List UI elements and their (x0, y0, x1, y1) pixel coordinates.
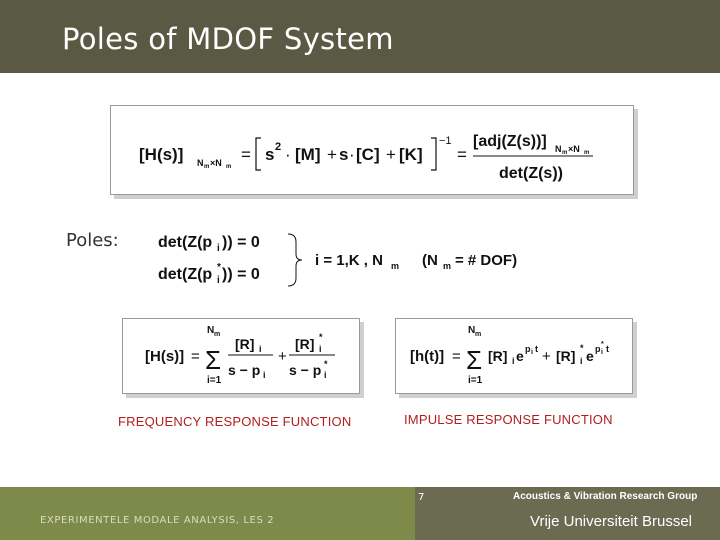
svg-text:= # DOF): = # DOF) (455, 252, 517, 269)
svg-text:[R]: [R] (295, 336, 314, 352)
svg-text:i: i (217, 243, 220, 254)
svg-text:m: m (391, 261, 399, 271)
svg-text:p: p (525, 344, 531, 354)
svg-text:*: * (217, 262, 221, 273)
svg-text:t: t (535, 344, 538, 354)
svg-text:*: * (601, 341, 604, 348)
svg-text:=: = (457, 145, 467, 164)
svg-text:+: + (327, 145, 337, 164)
svg-text:i=1: i=1 (468, 375, 483, 386)
svg-text:2: 2 (275, 141, 281, 153)
svg-text:[R]: [R] (235, 336, 254, 352)
svg-text:+: + (278, 348, 287, 365)
svg-text:det(Z(p: det(Z(p (158, 266, 212, 283)
svg-text:+: + (386, 145, 396, 164)
research-group: Acoustics & Vibration Research Group (513, 491, 698, 502)
svg-text:Σ: Σ (205, 345, 221, 375)
svg-text:*: * (580, 343, 584, 353)
svg-text:i=1: i=1 (207, 375, 222, 386)
course-name: EXPERIMENTELE MODALE ANALYSIS, LES 2 (40, 515, 275, 526)
svg-text:s − p: s − p (289, 362, 321, 378)
svg-text:N: N (197, 158, 204, 168)
svg-text:(N: (N (422, 252, 438, 269)
svg-text:m: m (562, 150, 567, 156)
svg-text:s: s (265, 145, 274, 164)
svg-text:[M]: [M] (295, 145, 320, 164)
irf-caption: IMPULSE RESPONSE FUNCTION (404, 412, 613, 427)
poles-label: Poles: (66, 230, 119, 251)
svg-text:i: i (217, 275, 220, 286)
svg-text:N: N (207, 325, 214, 336)
svg-text:[H(s)]: [H(s)] (139, 145, 183, 164)
svg-text:m: m (475, 331, 481, 338)
svg-text:i: i (512, 356, 515, 366)
svg-text:m: m (214, 331, 220, 338)
svg-text:*: * (324, 359, 328, 369)
svg-text:[adj(Z(s))]: [adj(Z(s))] (473, 133, 547, 150)
svg-text:e: e (586, 348, 594, 364)
pole-conditions: det(Z(p i )) = 0 det(Z(p i * )) = 0 i = … (158, 233, 517, 287)
svg-text:·: · (349, 145, 355, 164)
svg-text:×N: ×N (210, 158, 222, 168)
svg-text:=: = (452, 348, 461, 365)
frf-caption: FREQUENCY RESPONSE FUNCTION (118, 414, 352, 429)
svg-text:p: p (595, 344, 601, 354)
svg-text:N: N (555, 144, 562, 154)
title-bar (0, 0, 720, 73)
svg-text:i: i (259, 344, 262, 354)
footer-bar (0, 487, 720, 540)
svg-text:·: · (285, 145, 291, 164)
svg-text:)) = 0: )) = 0 (222, 234, 260, 251)
svg-text:+: + (542, 348, 551, 365)
slide-title: Poles of MDOF System (62, 22, 394, 56)
svg-text:−1: −1 (439, 135, 452, 147)
svg-text:i: i (531, 349, 533, 356)
footer-left-panel (0, 487, 415, 540)
svg-text:m: m (584, 150, 589, 156)
svg-text:det(Z(s)): det(Z(s)) (499, 165, 563, 182)
svg-text:N: N (468, 325, 475, 336)
svg-text:e: e (516, 348, 524, 364)
svg-text:Σ: Σ (466, 345, 482, 375)
svg-text:i = 1,K , N: i = 1,K , N (315, 252, 383, 269)
svg-text:=: = (191, 348, 200, 365)
svg-text:m: m (204, 164, 209, 170)
svg-text:i: i (601, 349, 603, 356)
svg-text:)) = 0: )) = 0 (222, 266, 260, 283)
svg-text:t: t (606, 344, 609, 354)
svg-text:=: = (241, 145, 251, 164)
svg-text:[R]: [R] (556, 348, 575, 364)
svg-text:det(Z(p: det(Z(p (158, 234, 212, 251)
svg-text:m: m (226, 164, 231, 170)
svg-text:×N: ×N (568, 144, 580, 154)
svg-text:[C]: [C] (356, 145, 380, 164)
svg-text:i: i (580, 356, 583, 366)
svg-text:m: m (443, 261, 451, 271)
svg-text:i: i (324, 370, 327, 380)
svg-text:*: * (319, 332, 323, 342)
svg-text:i: i (319, 344, 322, 354)
svg-text:s: s (339, 145, 348, 164)
svg-text:[H(s)]: [H(s)] (145, 348, 184, 365)
svg-text:s − p: s − p (228, 362, 260, 378)
svg-text:i: i (263, 370, 266, 380)
svg-text:[R]: [R] (488, 348, 507, 364)
svg-text:[h(t)]: [h(t)] (410, 348, 444, 365)
university-name: Vrije Universiteit Brussel (530, 513, 692, 530)
svg-text:[K]: [K] (399, 145, 423, 164)
page-number: 7 (418, 492, 425, 503)
